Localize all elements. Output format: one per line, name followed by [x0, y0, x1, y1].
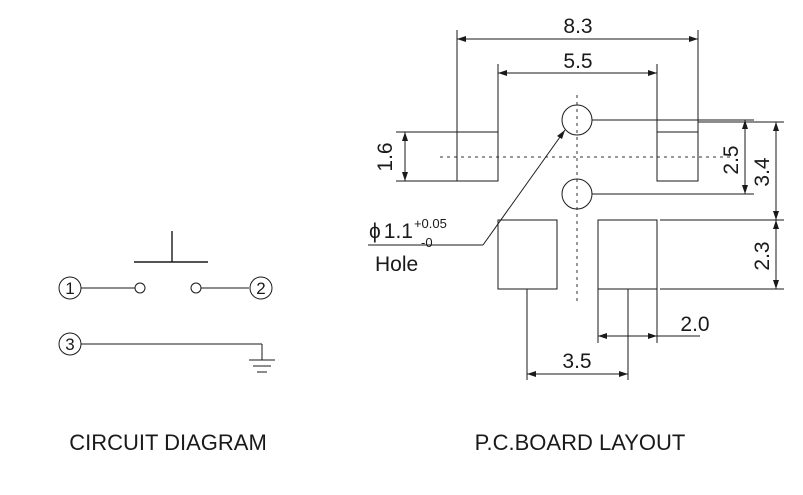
dim-lower-pad-width-label: 2.0	[680, 313, 709, 336]
circuit-diagram: 1 2 3 CIRCUIT DIAGRAM	[58, 231, 275, 455]
pad-upper-right	[656, 131, 699, 182]
dim-lower-pad-span	[526, 289, 629, 380]
dim-upper-pad-height	[396, 131, 457, 182]
hole-tolerance-plus: +0.05	[414, 216, 447, 231]
dim-upper-pad-span	[497, 64, 658, 132]
hole-label: Hole	[375, 253, 418, 276]
dim-upper-pad-height-label: 1.6	[374, 142, 397, 171]
hole-leader	[368, 129, 566, 246]
pcb-caption: P.C.BOARD LAYOUT	[475, 430, 686, 455]
hole-diameter: 1.1	[384, 220, 413, 243]
contact-left	[134, 282, 146, 294]
circuit-caption: CIRCUIT DIAGRAM	[69, 430, 267, 455]
dim-upper-pad-span-label: 5.5	[563, 50, 592, 73]
dim-pad-row-spacing-label: 3.4	[751, 157, 774, 187]
dim-pad-row-spacing	[660, 121, 784, 221]
contact-right	[190, 282, 202, 294]
pad-lower-right	[597, 219, 658, 290]
pin-2-marker	[249, 276, 273, 300]
pin-1-marker	[58, 276, 82, 300]
pin-1-label: 1	[65, 279, 74, 298]
pin-2-label: 2	[256, 279, 265, 298]
dim-lower-pad-height-label: 2.3	[751, 241, 774, 270]
dim-overall-width	[456, 30, 699, 132]
dim-hole-spacing	[592, 119, 754, 195]
dim-overall-width-label: 8.3	[563, 15, 592, 38]
pad-lower-left	[497, 219, 558, 290]
pad-upper-left	[456, 131, 499, 182]
dim-lower-pad-width	[597, 289, 700, 343]
pin-3-marker	[58, 332, 82, 356]
ground-icon	[249, 359, 275, 373]
hole-tolerance-minus: -0	[421, 235, 433, 250]
dim-lower-pad-span-label: 3.5	[562, 350, 591, 373]
pin-3-label: 3	[65, 335, 74, 354]
pcb-layout: 8.3 5.5 1.6 2.5	[368, 15, 784, 455]
dim-lower-pad-height	[660, 220, 784, 290]
diameter-symbol: ϕ	[369, 220, 381, 243]
dim-hole-spacing-label: 2.5	[720, 145, 743, 174]
